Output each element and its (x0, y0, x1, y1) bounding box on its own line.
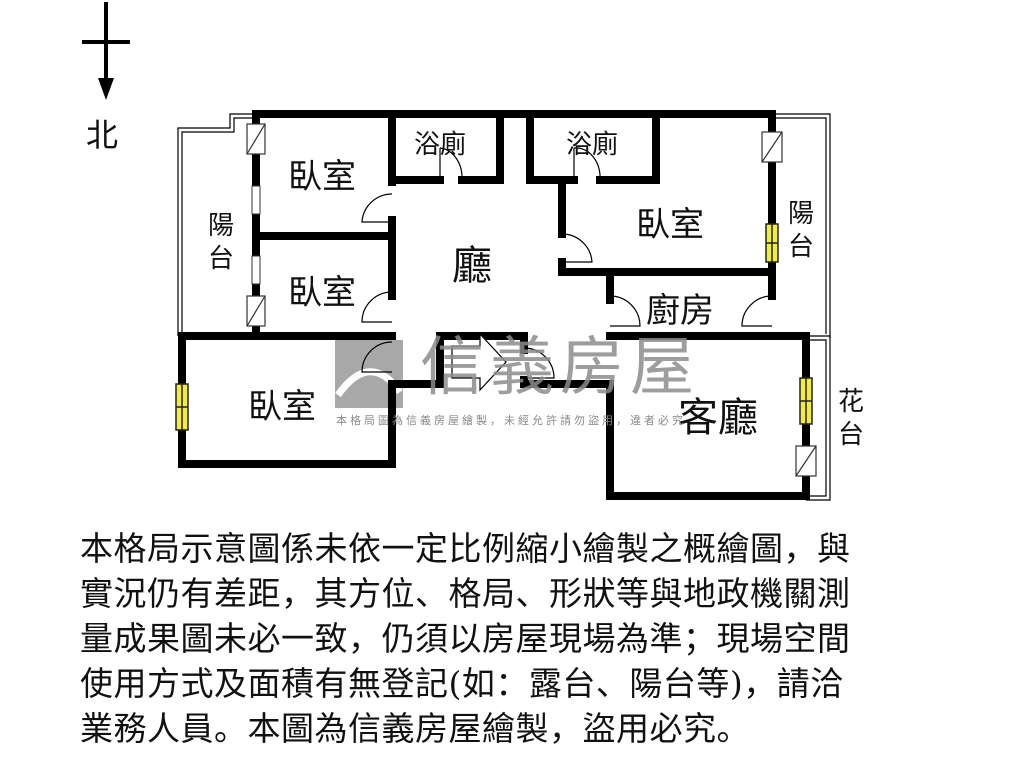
room-label-kitchen: 廚房 (646, 291, 714, 331)
room-label-bath-1: 浴廁 (414, 130, 467, 160)
room-label-bedroom-sw: 臥室 (248, 387, 316, 427)
room-label-bath-2: 浴廁 (566, 130, 619, 160)
room-label-balcony-west: 陽台 (207, 211, 234, 274)
room-label-balcony-east: 陽台 (787, 199, 814, 262)
balcony-east-outline (772, 113, 831, 338)
watermark-brand: 信義房屋 (420, 331, 700, 405)
balcony-west-outline (177, 113, 256, 336)
disclaimer-line: 實況仍有差距，其方位、格局、形狀等與地政機關測 (80, 574, 851, 613)
room-label-bedroom-w: 臥室 (288, 273, 356, 313)
disclaimer-text: 本格局示意圖係未依一定比例縮小繪製之概繪圖，與 實況仍有差距，其方位、格局、形狀… (80, 526, 960, 751)
window-sliding-icons (246, 123, 817, 477)
disclaimer-line: 量成果圖未必一致，仍須以房屋現場為準；現場空間 (80, 619, 851, 658)
north-arrow-icon (82, 2, 130, 100)
room-label-bedroom-ne: 臥室 (636, 205, 704, 245)
entrance-arrow-icon (451, 332, 507, 392)
disclaimer-line: 本格局示意圖係未依一定比例縮小繪製之概繪圖，與 (80, 529, 851, 568)
room-label-hall: 廳 (452, 243, 492, 289)
watermark-notice: 本格局圖為信義房屋繪製，未經允許請勿盜用，違者必究 (336, 414, 686, 427)
room-label-living-room: 客廳 (678, 395, 758, 441)
door-swing-icons (361, 147, 773, 379)
north-label: 北 (86, 116, 119, 154)
room-label-planter: 花台 (837, 387, 864, 450)
window-pane-icons (251, 185, 261, 285)
floor-plan (175, 110, 831, 501)
room-label-bedroom-nw: 臥室 (288, 157, 356, 197)
window-glass-icons (175, 223, 813, 431)
disclaimer-line: 業務人員。本圖為信義房屋繪製，盜用必究。 (80, 709, 750, 748)
planter-outline (806, 335, 831, 501)
disclaimer-line: 使用方式及面積有無登記(如：露台、陽台等)，請洽 (80, 664, 844, 703)
